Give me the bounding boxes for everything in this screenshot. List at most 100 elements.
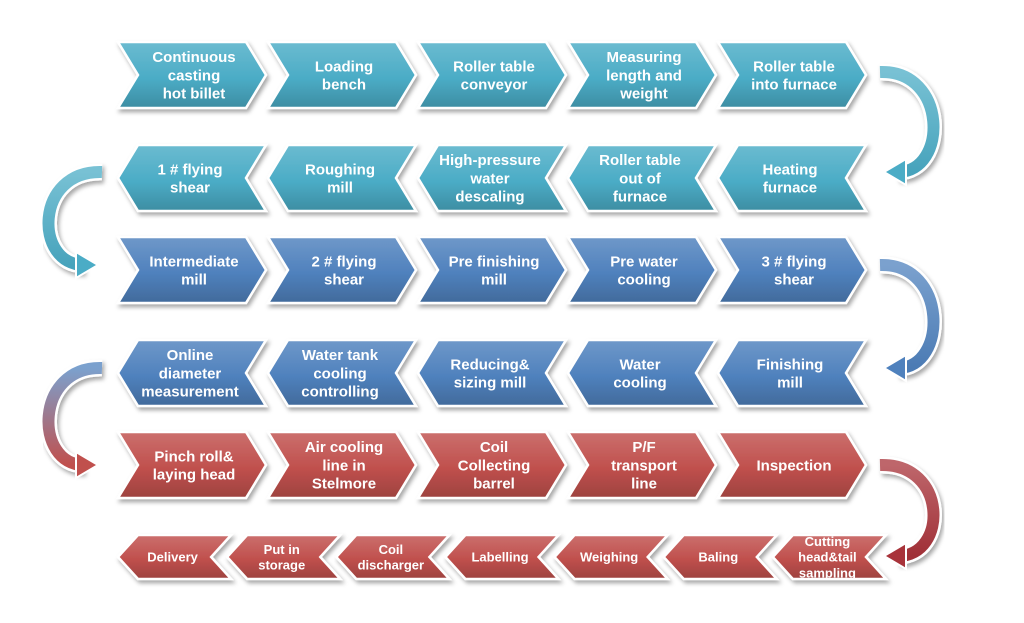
process-step: Labelling <box>443 533 562 581</box>
arrowhead-icon <box>75 450 100 480</box>
step-label-line: Heating <box>762 161 817 178</box>
connectors <box>40 63 942 571</box>
connector-curve <box>879 258 940 374</box>
connector-curve <box>42 361 103 471</box>
step-label: Delivery <box>147 550 198 565</box>
step-label-line: Weighing <box>580 550 638 565</box>
step-label-line: Pinch roll& <box>154 448 233 465</box>
chevron-shape <box>115 430 268 500</box>
step-label-line: High-pressure <box>439 152 541 169</box>
chevron-shape <box>116 143 269 213</box>
chevron-shape <box>265 235 418 305</box>
step-label-line: Continuous <box>152 49 235 66</box>
process-step: Weighing <box>552 533 671 581</box>
connector-arrow-2 <box>40 163 103 280</box>
step-label-line: casting <box>168 67 221 84</box>
step-label-line: Roller table <box>453 58 535 75</box>
step-label-line: cooling <box>313 365 366 382</box>
step-label-line: Coil <box>379 542 404 557</box>
chevron-shape <box>266 143 419 213</box>
arrowhead-icon <box>75 250 100 280</box>
step-label-line: head&tail <box>798 550 857 565</box>
chevron-shape <box>715 235 868 305</box>
chevron-shape <box>415 235 568 305</box>
step-label-line: length and <box>606 67 682 84</box>
chevron-shape <box>552 533 671 581</box>
chevron-shape <box>416 338 569 408</box>
step-label-line: Pre water <box>610 253 678 270</box>
step-label-line: Coil <box>480 439 508 456</box>
process-step: Loading bench <box>265 40 418 110</box>
step-label-line: Inspection <box>756 457 831 474</box>
step-label-line: furnace <box>613 189 667 206</box>
step-label-line: laying head <box>153 467 236 484</box>
step-label-line: Stelmore <box>312 476 376 493</box>
chevron-shape <box>716 338 869 408</box>
step-label: Labelling <box>471 550 528 565</box>
process-step: Baling <box>662 533 780 581</box>
chevron-shape <box>715 430 868 500</box>
step-label-line: Labelling <box>471 550 528 565</box>
step-label-line: Water <box>619 356 660 373</box>
step-label-line: line <box>631 476 657 493</box>
step-label-line: discharger <box>358 558 424 573</box>
step-label-line: barrel <box>473 476 515 493</box>
chevron-shape <box>443 533 562 581</box>
chevron-shape <box>565 40 718 110</box>
process-step: Inspection <box>715 430 868 500</box>
step-label-line: Reducing& <box>450 356 529 373</box>
step-label: Reducing&sizing mill <box>450 356 529 391</box>
step-label-line: measurement <box>141 384 239 401</box>
arrowhead-icon <box>882 541 907 571</box>
connector-arrow-1 <box>879 63 942 187</box>
step-label-line: P/F <box>632 439 655 456</box>
step-label-line: Loading <box>315 58 373 75</box>
step-label-line: bench <box>322 77 366 94</box>
step-label-line: Water tank <box>302 347 379 364</box>
step-label-line: into furnace <box>751 77 837 94</box>
step-label-line: storage <box>258 558 305 573</box>
chevron-shape <box>115 235 268 305</box>
chevron-shape <box>771 533 889 581</box>
chevron-shape <box>225 533 344 581</box>
step-label-line: diameter <box>159 365 222 382</box>
step-label: Weighing <box>580 550 638 565</box>
step-label-line: Baling <box>698 550 738 565</box>
